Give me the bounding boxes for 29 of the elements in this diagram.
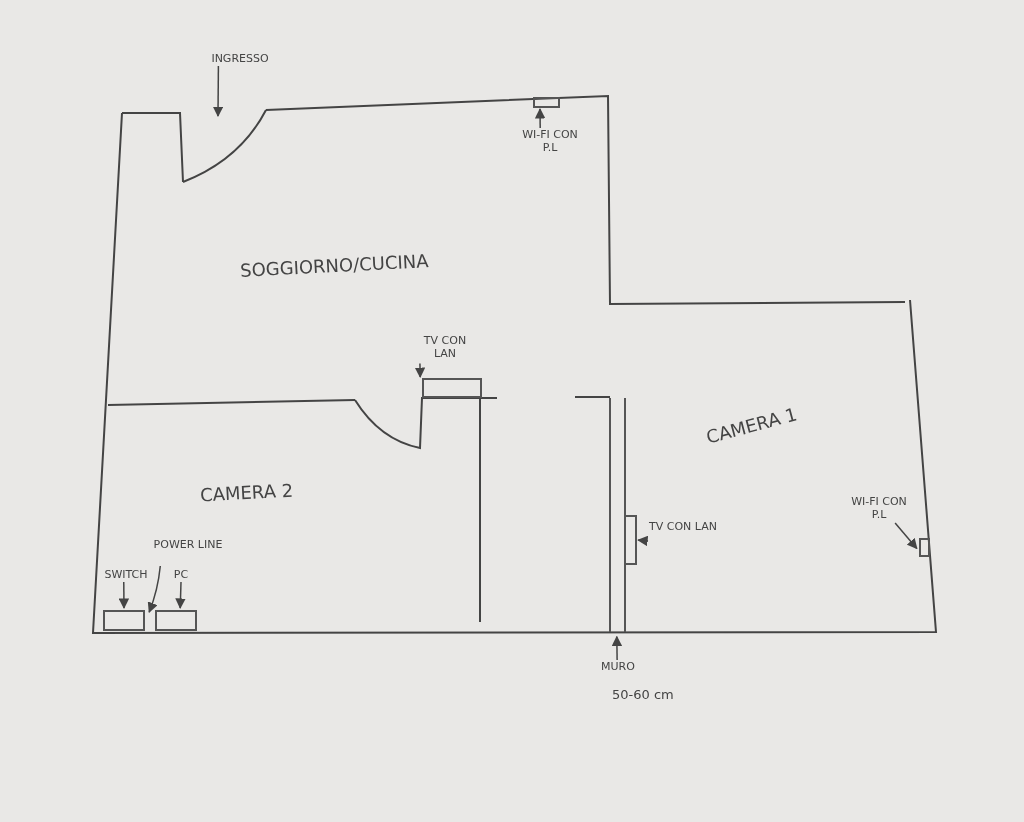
wall-symbol (609, 398, 626, 632)
wall-label: MURO (596, 660, 640, 674)
room-label: SOGGIORNO/CUCINA (239, 250, 429, 281)
arrow (637, 535, 649, 547)
tv-symbol (625, 515, 637, 565)
arrow (175, 581, 186, 609)
switch-symbol (103, 610, 145, 631)
arrow (147, 565, 162, 614)
arrow (118, 581, 130, 609)
device-label: TV CON LAN (412, 334, 478, 362)
device-label: PC (166, 568, 196, 582)
device-label: WI-FI CON P.L (515, 128, 585, 156)
wifi-device-symbol (919, 538, 930, 557)
arrow (534, 108, 546, 129)
room-label: CAMERA 2 (199, 479, 294, 506)
device-label: SWITCH (98, 568, 154, 582)
arrow (611, 635, 623, 661)
device-label: TV CON LAN (648, 520, 718, 562)
arrow (212, 65, 224, 118)
room-label: CAMERA 1 (703, 403, 800, 448)
arrow (894, 522, 918, 550)
entrance-label: INGRESSO (195, 52, 285, 66)
pc-symbol (155, 610, 197, 631)
dimension-label: 50-60 cm (612, 688, 674, 701)
device-label: WI-FI CON P.L (848, 495, 910, 523)
device-label: POWER LINE (146, 538, 230, 566)
tv-symbol (422, 378, 482, 398)
arrow (414, 362, 426, 379)
wifi-device-symbol (533, 97, 560, 108)
